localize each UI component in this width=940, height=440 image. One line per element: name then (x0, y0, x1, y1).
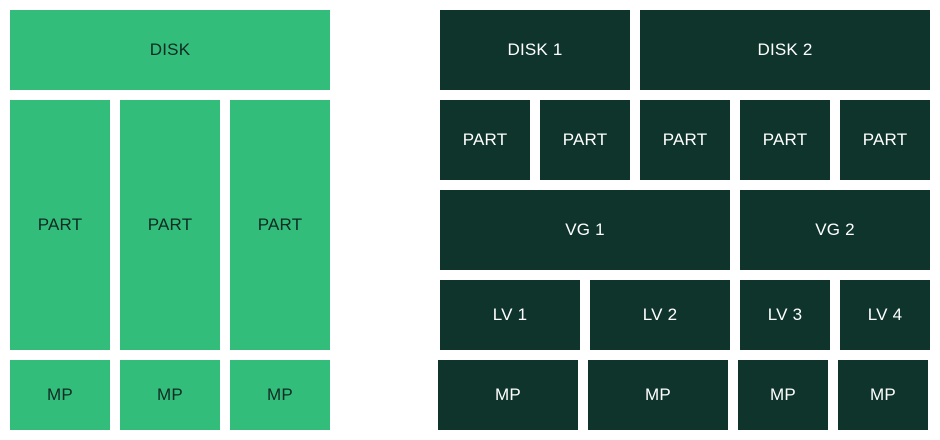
partition-block: PART (440, 100, 530, 180)
disk-block: DISK 2 (640, 10, 930, 90)
mount-point-block: MP (438, 360, 578, 430)
partition-block: PART (840, 100, 930, 180)
partition-block: PART (120, 100, 220, 350)
logical-volume-block: LV 4 (840, 280, 930, 350)
partition-block: PART (230, 100, 330, 350)
partition-block: PART (540, 100, 630, 180)
mount-point-block: MP (10, 360, 110, 430)
disk-block: DISK (10, 10, 330, 90)
volume-group-block: VG 1 (440, 190, 730, 270)
mount-point-block: MP (230, 360, 330, 430)
disk-block: DISK 1 (440, 10, 630, 90)
logical-volume-block: LV 1 (440, 280, 580, 350)
volume-group-block: VG 2 (740, 190, 930, 270)
mount-point-block: MP (120, 360, 220, 430)
mount-point-block: MP (738, 360, 828, 430)
logical-volume-block: LV 3 (740, 280, 830, 350)
partition-block: PART (10, 100, 110, 350)
mount-point-block: MP (588, 360, 728, 430)
mount-point-block: MP (838, 360, 928, 430)
logical-volume-block: LV 2 (590, 280, 730, 350)
partition-block: PART (740, 100, 830, 180)
partition-block: PART (640, 100, 730, 180)
